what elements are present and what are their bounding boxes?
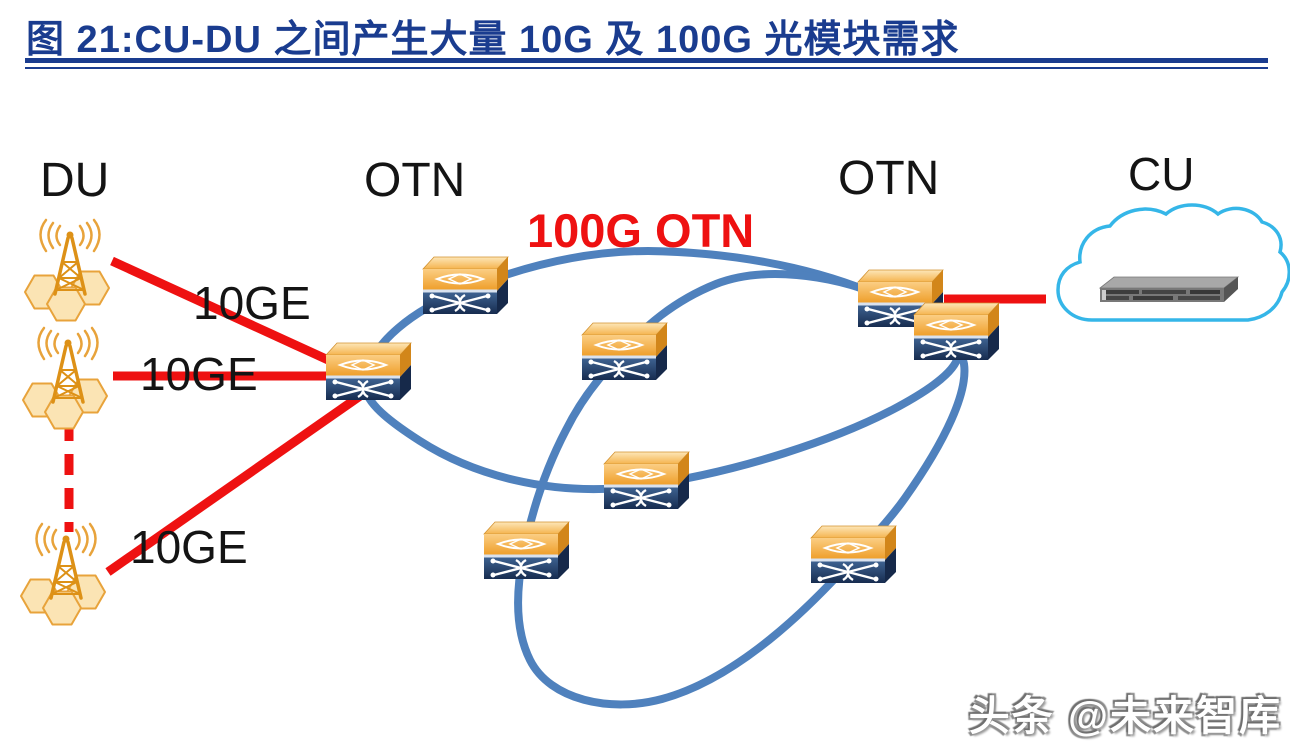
link-10ge-3 [105,392,363,576]
link-label-10ge-2: 10GE [140,348,258,400]
link-10ge-1 [110,256,352,375]
link-label-10ge-1: 10GE [193,277,311,329]
watermark: 头条 @未来智库 [968,693,1282,739]
figure-title: 图 21:CU-DU 之间产生大量 10G 及 100G 光模块需求 [26,19,960,61]
otn-node-hub [324,341,413,402]
otn-node-bottom-right [809,524,898,585]
otn-node-top-left [421,255,510,316]
otn-left-label: OTN [364,154,465,207]
du-antenna-icon-3 [19,522,107,627]
du-antenna-icon-1 [23,218,111,323]
otn-node-bottom-left [482,520,571,581]
du-label: DU [40,154,109,207]
otn-node-mid-top [580,321,669,382]
otn-node-center [602,450,691,511]
ring-100g-otn-label: 100G OTN [527,204,754,257]
link-label-10ge-3: 10GE [130,521,248,573]
du-antenna-icon-2 [21,326,109,431]
title-underline [25,58,1268,63]
cu-cloud-icon [1056,203,1290,322]
title-underline-thin [25,67,1268,69]
otn-node-top-right-2 [912,301,1001,362]
cu-label: CU [1128,148,1194,200]
otn-right-label: OTN [838,152,939,205]
server-icon [1098,276,1240,302]
